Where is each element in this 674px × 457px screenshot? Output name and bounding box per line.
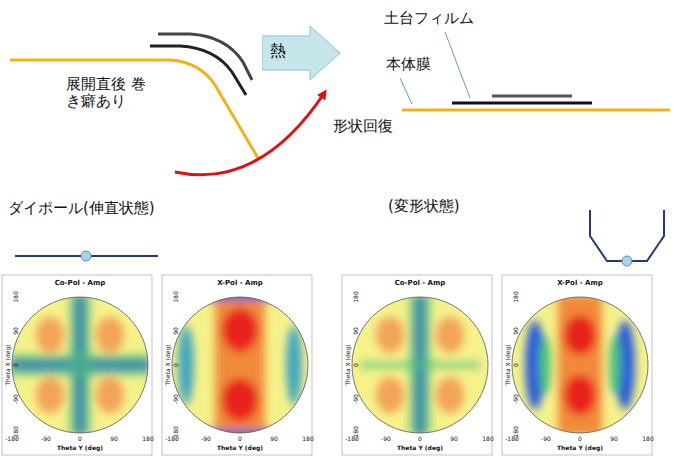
tick-label: 180 (142, 436, 153, 443)
plot-title: Co-Pol - Amp (395, 279, 446, 287)
tick-label: -180 (173, 426, 180, 440)
node-text: 熱 (270, 41, 286, 62)
tick-label: 0 (418, 436, 422, 443)
axis-label: Theta Y (deg) (217, 445, 263, 452)
axis-label: Theta X (deg) (5, 344, 12, 385)
tick-label: 90 (450, 436, 458, 443)
heat-arrow: 熱 (262, 26, 340, 80)
state-caption: ダイポール(伸直状態) (8, 200, 155, 217)
tick-label: -90 (13, 394, 20, 404)
axis-label: Theta X (deg) (165, 344, 172, 385)
tick-label: -90 (173, 394, 180, 404)
tick-label: 90 (610, 436, 618, 443)
film-label: 土台フィルム (384, 10, 474, 27)
tick-label: 0 (173, 363, 180, 367)
tick-label: -90 (513, 394, 520, 404)
tick-label: 0 (353, 363, 360, 367)
tick-label: 180 (513, 291, 520, 302)
tick-label: 90 (13, 327, 20, 335)
curled-film (10, 34, 258, 158)
tick-label: -90 (541, 436, 551, 443)
tick-label: 90 (173, 327, 180, 335)
tick-label: 180 (302, 436, 313, 443)
tick-label: 180 (482, 436, 493, 443)
axis-label: Theta X (deg) (505, 344, 512, 385)
pattern-plots (2, 275, 652, 455)
axis-label: Theta Y (deg) (57, 445, 103, 452)
process-label: 形状回復 (333, 118, 393, 135)
tick-label: -180 (513, 426, 520, 440)
plot-title: X-Pol - Amp (217, 279, 263, 287)
plot-title: X-Pol - Amp (557, 279, 603, 287)
tick-label: 180 (13, 291, 20, 302)
tick-label: 90 (110, 436, 118, 443)
tick-label: -180 (13, 426, 20, 440)
tick-label: 90 (353, 327, 360, 335)
film-label: 本体膜 (386, 56, 431, 73)
tick-label: 0 (238, 436, 242, 443)
tick-label: 180 (642, 436, 653, 443)
tick-label: 180 (353, 291, 360, 302)
recovery-arrow (175, 92, 325, 175)
tick-label: 90 (513, 327, 520, 335)
tick-label: 180 (173, 291, 180, 302)
dipole-deformed (590, 210, 664, 266)
state-note: 展開直後 巻き癖あり (66, 76, 146, 111)
tick-label: -90 (381, 436, 391, 443)
axis-label: Theta Y (deg) (557, 445, 603, 452)
tick-label: 0 (13, 363, 20, 367)
tick-label: 0 (513, 363, 520, 367)
tick-label: 0 (578, 436, 582, 443)
state-caption: (変形状態) (388, 198, 460, 215)
tick-label: 90 (270, 436, 278, 443)
axis-label: Theta X (deg) (345, 344, 352, 385)
recovered-film (400, 32, 670, 110)
tick-label: -90 (201, 436, 211, 443)
tick-label: -90 (353, 394, 360, 404)
tick-label: 0 (78, 436, 82, 443)
tick-label: -180 (353, 426, 360, 440)
tick-label: -90 (41, 436, 51, 443)
dipole-straight (15, 251, 158, 261)
axis-label: Theta Y (deg) (397, 445, 443, 452)
plot-title: Co-Pol - Amp (55, 279, 106, 287)
